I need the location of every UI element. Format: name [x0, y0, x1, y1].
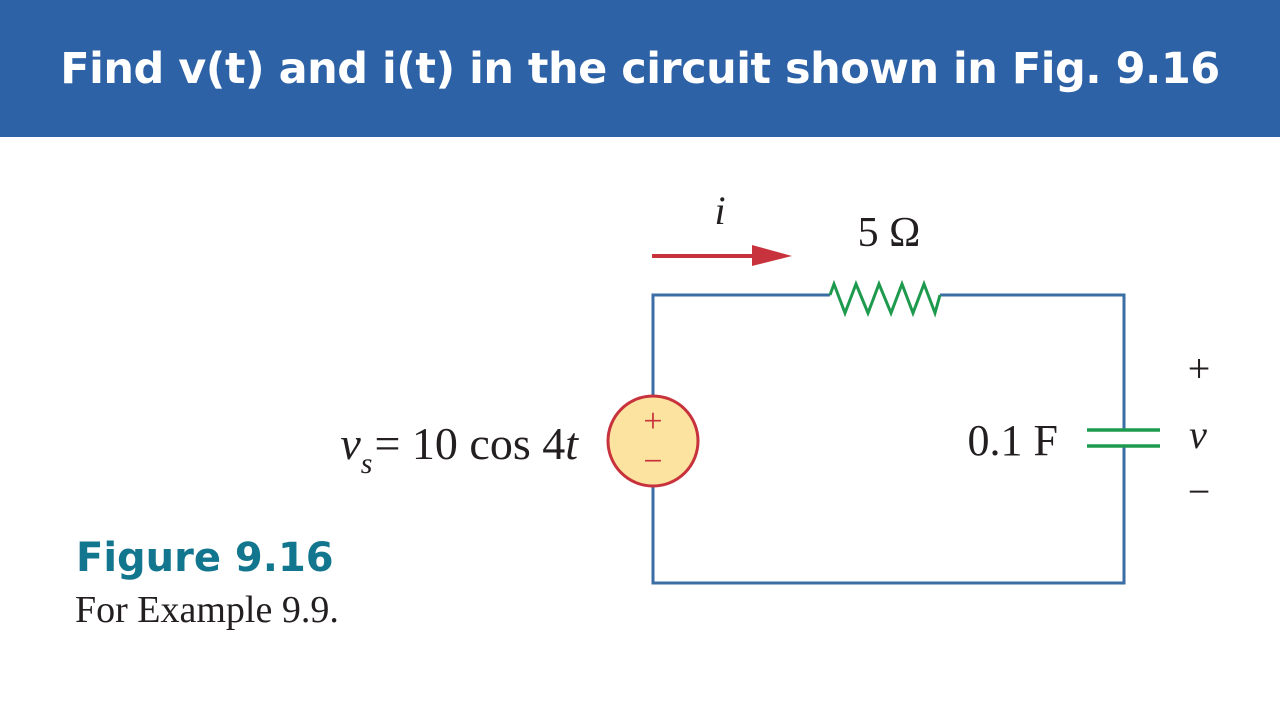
source-minus: −	[643, 443, 662, 480]
capacitor-label: 0.1 F	[968, 416, 1058, 465]
arrow-head-icon	[752, 245, 792, 266]
source-t: t	[565, 418, 579, 469]
wire	[651, 293, 1126, 585]
voltage-minus: −	[1188, 469, 1211, 514]
source-expr: = 10 cos 4	[374, 418, 565, 469]
figure-caption: For Example 9.9.	[75, 589, 339, 631]
voltage-source	[606, 394, 700, 488]
voltage-plus: +	[1188, 346, 1211, 391]
resistor	[828, 279, 942, 318]
source-plus: +	[643, 403, 662, 440]
source-sub: s	[361, 447, 373, 480]
page-title: Find v(t) and i(t) in the circuit shown …	[60, 43, 1220, 94]
source-label: vs= 10 cos 4t	[340, 418, 579, 480]
current-label: i	[714, 188, 725, 233]
header-banner: Find v(t) and i(t) in the circuit shown …	[0, 0, 1280, 137]
voltage-label: v	[1189, 412, 1207, 457]
source-var: v	[340, 418, 361, 469]
figure-label: Figure 9.16	[76, 535, 334, 581]
resistor-label: 5 Ω	[858, 210, 921, 256]
